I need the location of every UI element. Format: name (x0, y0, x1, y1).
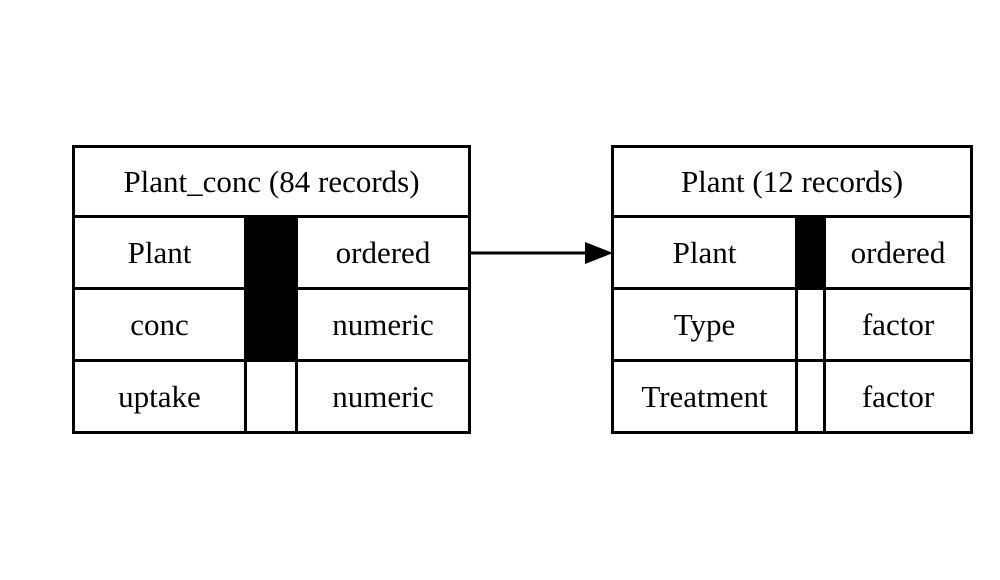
table-row: Plant ordered (611, 215, 973, 290)
key-indicator-cell (244, 359, 298, 434)
column-name-cell: uptake (72, 359, 247, 434)
table-title: Plant_conc (84 records) (72, 145, 471, 218)
column-type-cell: numeric (295, 287, 471, 362)
key-indicator-cell (244, 287, 298, 362)
column-name-cell: Plant (72, 215, 247, 290)
key-indicator-cell (795, 359, 826, 434)
column-name-cell: Treatment (611, 359, 798, 434)
relation-arrow (468, 242, 613, 264)
key-indicator-cell (244, 215, 298, 290)
table-header-row: Plant (12 records) (611, 145, 973, 218)
key-indicator-cell (795, 215, 826, 290)
column-name-cell: Plant (611, 215, 798, 290)
column-type-cell: factor (823, 287, 973, 362)
table-row: Type factor (611, 287, 973, 362)
column-type-cell: ordered (295, 215, 471, 290)
entity-table-plant-conc: Plant_conc (84 records) Plant ordered co… (72, 145, 471, 434)
column-name-cell: conc (72, 287, 247, 362)
table-row: Treatment factor (611, 359, 973, 434)
column-type-cell: numeric (295, 359, 471, 434)
key-indicator-cell (795, 287, 826, 362)
entity-table-plant: Plant (12 records) Plant ordered Type fa… (611, 145, 973, 434)
table-row: Plant ordered (72, 215, 471, 290)
table-row: conc numeric (72, 287, 471, 362)
column-type-cell: factor (823, 359, 973, 434)
table-title: Plant (12 records) (611, 145, 973, 218)
table-row: uptake numeric (72, 359, 471, 434)
column-name-cell: Type (611, 287, 798, 362)
table-header-row: Plant_conc (84 records) (72, 145, 471, 218)
column-type-cell: ordered (823, 215, 973, 290)
